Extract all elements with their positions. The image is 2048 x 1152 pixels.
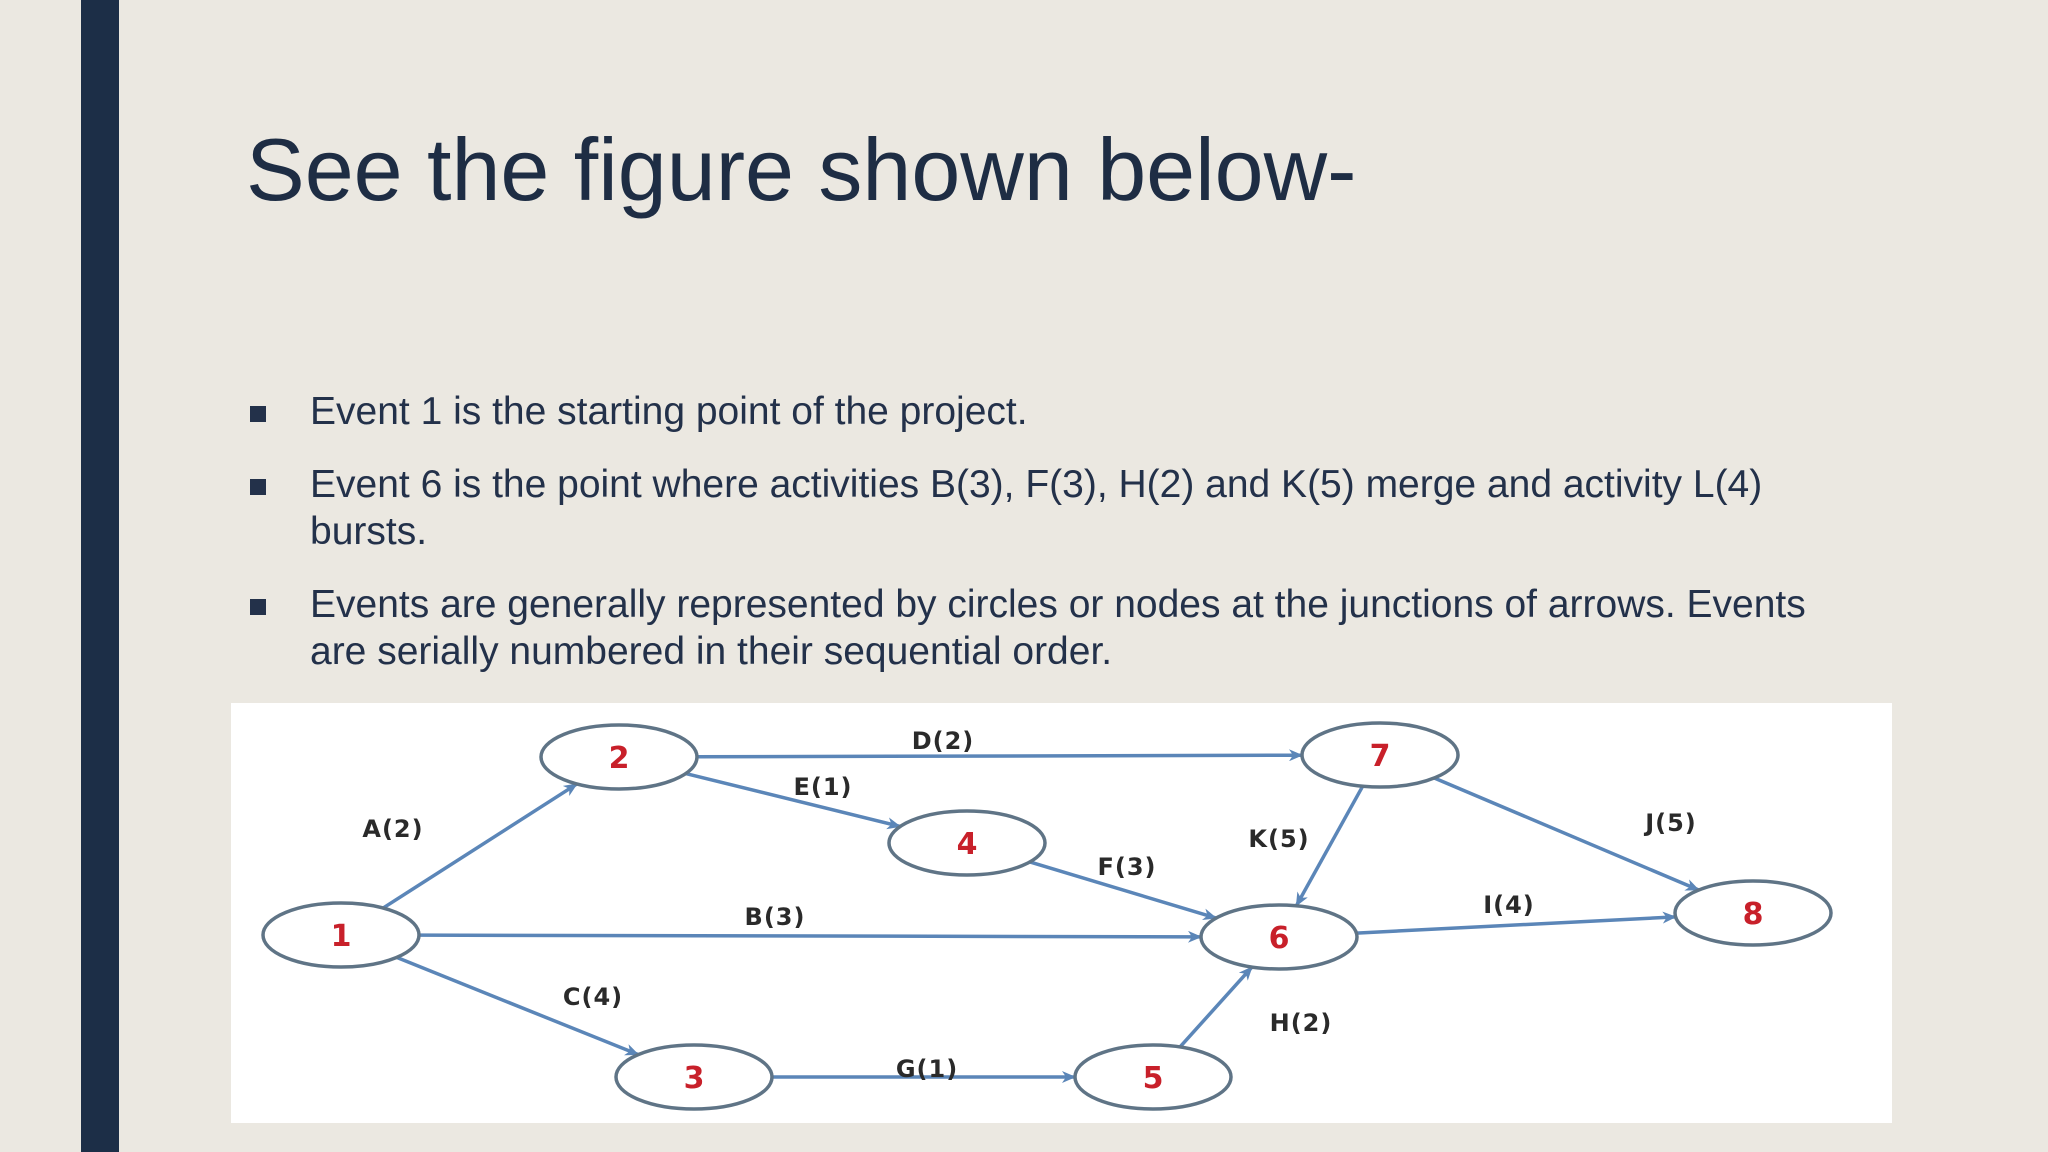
left-accent-bar	[81, 0, 119, 1152]
arrow-4-6	[1029, 860, 1218, 921]
square-bullet-icon	[250, 406, 266, 422]
bullet-item: Event 6 is the point where activities B(…	[246, 461, 1826, 555]
bullet-item: Event 1 is the starting point of the pro…	[246, 388, 1826, 435]
bullet-list: Event 1 is the starting point of the pro…	[246, 388, 1826, 701]
arrow-6-8	[1356, 911, 1677, 935]
arrow-1-3	[396, 955, 640, 1057]
edges-layer: A(2) B(3) C(4) D(2) E(1) F(3) G(1) H(2) I(4) J(5)…	[362, 727, 1700, 1083]
activity-label: H(2)	[1270, 1009, 1333, 1037]
event-node-circle	[1199, 903, 1359, 971]
bullet-item: Events are generally represented by circ…	[246, 581, 1826, 675]
event-node-4: 4	[887, 809, 1047, 877]
activity-label: G(1)	[896, 1055, 958, 1083]
activity-label: C(4)	[563, 983, 623, 1011]
arrow-7-8	[1433, 776, 1700, 892]
event-node-8: 8	[1673, 879, 1833, 947]
event-node-label: 2	[609, 741, 630, 776]
arrow-1-2	[382, 782, 578, 910]
network-diagram-svg: A(2) B(3) C(4) D(2) E(1) F(3) G(1) H(2) I(4) J(5)…	[261, 721, 1833, 1111]
event-node-circle	[1673, 879, 1833, 947]
bullet-text: Event 6 is the point where activities B(…	[310, 463, 1763, 553]
square-bullet-icon	[250, 599, 266, 615]
nodes-layer: 1 2 3 4 5 6 7 8	[261, 721, 1833, 1111]
bullet-text: Events are generally represented by circ…	[310, 583, 1806, 673]
event-node-circle	[614, 1043, 774, 1111]
event-node-5: 5	[1073, 1043, 1233, 1111]
activity-label: I(4)	[1483, 891, 1535, 919]
event-node-2: 2	[539, 723, 699, 791]
event-node-circle	[1073, 1043, 1233, 1111]
event-node-7: 7	[1300, 721, 1460, 789]
activity-label: D(2)	[912, 727, 975, 755]
event-node-circle	[887, 809, 1047, 877]
arrow-7-6	[1294, 785, 1365, 907]
activity-label: K(5)	[1248, 825, 1309, 853]
activity-label: F(3)	[1097, 853, 1156, 881]
event-node-label: 3	[684, 1061, 705, 1096]
event-node-circle	[539, 723, 699, 791]
event-node-label: 7	[1370, 739, 1391, 774]
event-node-circle	[1300, 721, 1460, 789]
event-node-6: 6	[1199, 903, 1359, 971]
event-node-label: 1	[331, 919, 352, 954]
event-node-label: 6	[1269, 921, 1290, 956]
event-node-3: 3	[614, 1043, 774, 1111]
event-node-circle	[261, 901, 421, 969]
slide-title: See the figure shown below-	[246, 120, 1357, 219]
event-node-1: 1	[261, 901, 421, 969]
activity-label: J(5)	[1643, 809, 1697, 837]
arrow-2-4	[685, 771, 902, 830]
activity-label: E(1)	[793, 773, 852, 801]
bullet-text: Event 1 is the starting point of the pro…	[310, 390, 1028, 433]
activity-label: A(2)	[362, 815, 423, 843]
arrow-1-6	[418, 930, 1203, 943]
activity-label: B(3)	[745, 903, 806, 931]
arrow-2-7	[696, 749, 1304, 762]
event-node-label: 8	[1743, 897, 1764, 932]
arrow-5-6	[1178, 965, 1254, 1049]
event-node-label: 5	[1143, 1061, 1164, 1096]
square-bullet-icon	[250, 479, 266, 495]
event-node-label: 4	[957, 827, 978, 862]
network-diagram: A(2) B(3) C(4) D(2) E(1) F(3) G(1) H(2) I(4) J(5)…	[231, 703, 1892, 1123]
